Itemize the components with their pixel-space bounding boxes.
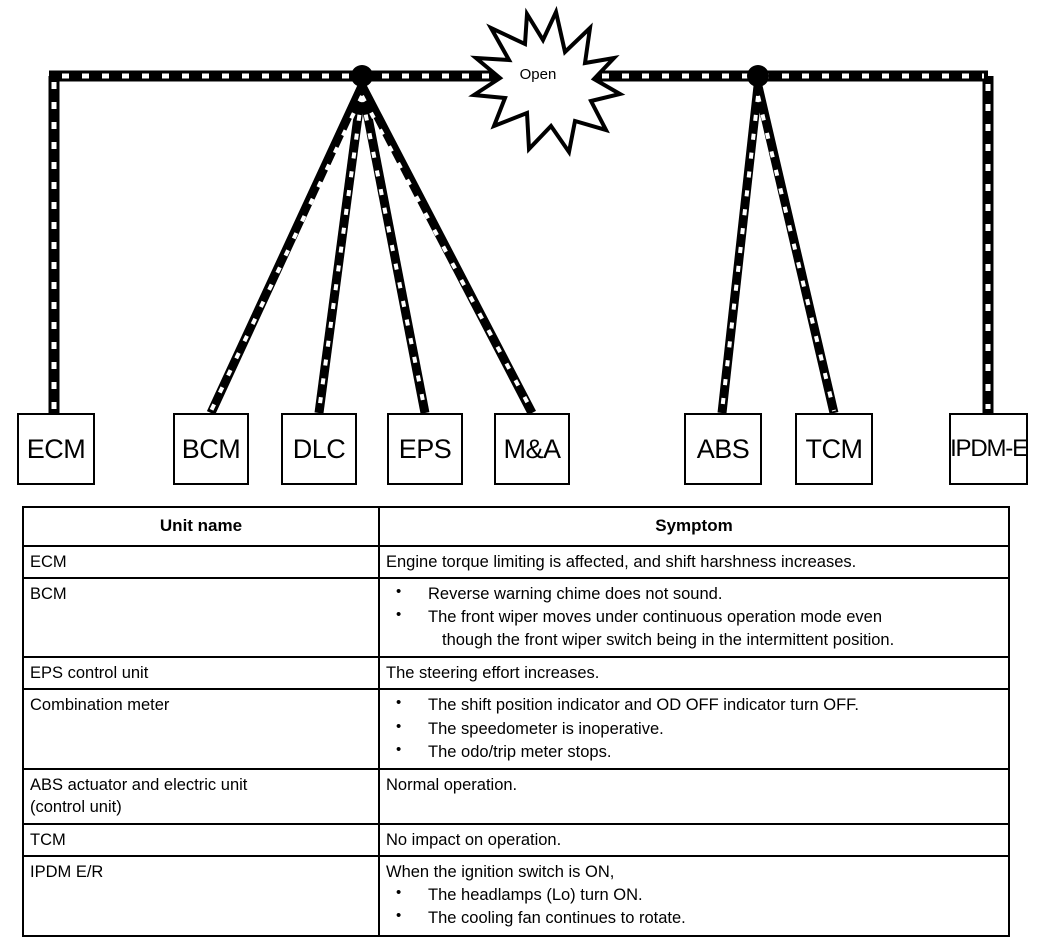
cell-symptom: The shift position indicator and OD OFF … — [378, 688, 1010, 771]
unit-box-ipdm-e[interactable]: IPDM-E — [949, 413, 1028, 485]
symptom-line: Engine torque limiting is affected, and … — [386, 552, 857, 571]
symptom-bullet-list: Reverse warning chime does not sound.The… — [386, 582, 1002, 651]
unit-box-label-bcm: BCM — [181, 433, 241, 464]
cell-symptom: When the ignition switch is ON, The headl… — [378, 854, 1010, 937]
symptom-line: The steering effort increases. — [386, 664, 600, 682]
unit-box-label-eps: EPS — [398, 433, 452, 464]
table-row: Combination meter The shift position indi… — [22, 688, 1010, 771]
cell-symptom: No impact on operation. — [378, 822, 1010, 857]
junction-dot-left — [351, 65, 373, 87]
unit-box-label-tcm: TCM — [805, 433, 863, 464]
branch-lines-right-junction — [717, 84, 839, 415]
unit-name-line: Combination meter — [30, 696, 170, 715]
table-header: Unit name Symptom — [22, 506, 1010, 547]
symptom-bullet-item: The odo/trip meter stops. — [386, 740, 1002, 763]
symptom-table: Unit name Symptom ECM Engine torque limit… — [22, 506, 1010, 937]
cell-unit-name: TCM — [22, 822, 380, 857]
unit-box-label-abs: ABS — [696, 433, 750, 464]
table-row: EPS control unit The steering effort incr… — [22, 655, 1010, 691]
unit-name-line: EPS control unit — [30, 664, 149, 682]
cell-unit-name: BCM — [22, 577, 380, 658]
column-header-unit-name: Unit name — [22, 506, 380, 547]
unit-name-line: IPDM E/R — [30, 862, 104, 881]
branch-lines-left-junction — [206, 83, 536, 416]
table-header-row: Unit name Symptom — [22, 506, 1010, 547]
symptom-bullet-item: Reverse warning chime does not sound. — [386, 582, 1002, 605]
cell-unit-name: Combination meter — [22, 688, 380, 771]
cell-symptom: Reverse warning chime does not sound.The… — [378, 577, 1010, 658]
unit-box-ecm[interactable]: ECM — [17, 413, 95, 485]
unit-box-label-dlc: DLC — [292, 433, 346, 464]
unit-box-ma[interactable]: M&A — [494, 413, 570, 485]
table-body: ECM Engine torque limiting is affected, a… — [22, 544, 1010, 937]
unit-box-bcm[interactable]: BCM — [173, 413, 249, 485]
symptom-bullet-item: The front wiper moves under continuous o… — [386, 605, 1002, 651]
unit-name-line: ECM — [30, 552, 67, 571]
unit-box-label-ipdm-e: IPDM-E — [950, 435, 1028, 462]
unit-box-dlc[interactable]: DLC — [281, 413, 357, 485]
cell-symptom: Engine torque limiting is affected, and … — [378, 544, 1010, 580]
unit-name-line: TCM — [30, 830, 66, 849]
cell-unit-name: EPS control unit — [22, 655, 380, 691]
cell-symptom: Normal operation. — [378, 768, 1010, 825]
burst-icon — [468, 5, 626, 158]
column-header-symptom: Symptom — [378, 506, 1010, 547]
unit-box-eps[interactable]: EPS — [387, 413, 463, 485]
symptom-bullet-item: The headlamps (Lo) turn ON. — [386, 883, 1002, 906]
bus-network-svg — [48, 5, 994, 416]
symptom-line: No impact on operation. — [386, 830, 562, 849]
cell-unit-name: ABS actuator and electric unit (control u… — [22, 768, 380, 825]
unit-name-line: BCM — [30, 585, 67, 604]
symptom-bullet-item: The shift position indicator and OD OFF … — [386, 693, 1002, 716]
symptom-bullet-item: The cooling fan continues to rotate. — [386, 906, 1002, 929]
table-row: ECM Engine torque limiting is affected, a… — [22, 544, 1010, 580]
unit-box-label-ma: M&A — [503, 433, 561, 464]
symptom-intro-line: When the ignition switch is ON, — [386, 862, 615, 881]
table-row: BCM Reverse warning chime does not sound.… — [22, 577, 1010, 658]
table-row: TCM No impact on operation. — [22, 822, 1010, 857]
symptom-bullet-list: The shift position indicator and OD OFF … — [386, 693, 1002, 763]
unit-box-label-ecm: ECM — [26, 433, 86, 464]
cell-unit-name: ECM — [22, 544, 380, 580]
main-bus-line — [48, 70, 994, 413]
cell-symptom: The steering effort increases. — [378, 655, 1010, 691]
table-row: IPDM E/R When the ignition switch is ON, T… — [22, 854, 1010, 937]
symptom-bullet-list: The headlamps (Lo) turn ON.The cooling f… — [386, 883, 1002, 930]
unit-name-line: ABS actuator and electric unit — [30, 776, 248, 795]
symptom-bullet-item: The speedometer is inoperative. — [386, 717, 1002, 740]
symptom-bullet-continuation: though the front wiper switch being in t… — [442, 630, 895, 649]
unit-box-abs[interactable]: ABS — [684, 413, 762, 485]
unit-name-line: (control unit) — [30, 798, 122, 817]
junction-dot-right — [747, 65, 769, 87]
symptom-line: Normal operation. — [386, 776, 518, 795]
unit-box-tcm[interactable]: TCM — [795, 413, 873, 485]
table-row: ABS actuator and electric unit (control u… — [22, 768, 1010, 825]
network-diagram: Open ECM BCM DLC EPS M&A ABS TCM IPDM-E — [17, 5, 1028, 485]
